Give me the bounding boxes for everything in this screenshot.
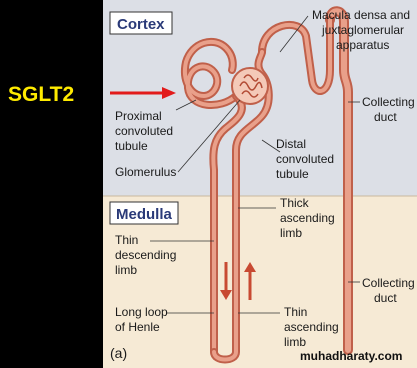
thin-descending-label-2: descending [115, 248, 176, 262]
distal-label-3: tubule [276, 167, 309, 181]
thin-ascending-label-3: limb [284, 335, 306, 349]
collecting-duct-bottom-label-1: Collecting [362, 276, 415, 290]
thin-descending-label-3: limb [115, 263, 137, 277]
distal-label-1: Distal [276, 137, 306, 151]
proximal-label-1: Proximal [115, 109, 162, 123]
thin-ascending-label-2: ascending [284, 320, 339, 334]
collecting-duct-top-label-1: Collecting [362, 95, 415, 109]
watermark: muhadharaty.com [300, 349, 402, 363]
panel-letter: (a) [110, 345, 127, 361]
thick-ascending-label-3: limb [280, 226, 302, 240]
collecting-duct-top-label-2: duct [374, 110, 397, 124]
medulla-label: Medulla [116, 206, 172, 223]
collecting-duct-bottom-label-2: duct [374, 291, 397, 305]
macula-densa-label-2: juxtaglomerular [321, 23, 404, 37]
macula-densa-label-3: apparatus [336, 38, 389, 52]
proximal-label-2: convoluted [115, 124, 173, 138]
thick-ascending-label-1: Thick [280, 196, 310, 210]
sglt2-label: SGLT2 [8, 83, 74, 106]
proximal-label-3: tubule [115, 139, 148, 153]
macula-densa-label-1: Macula densa and [312, 8, 410, 22]
loop-henle-label-1: Long loop [115, 305, 168, 319]
bowmans-capsule [232, 68, 268, 104]
glomerulus-label: Glomerulus [115, 165, 176, 179]
distal-label-2: convoluted [276, 152, 334, 166]
thin-descending-label-1: Thin [115, 233, 138, 247]
thick-ascending-label-2: ascending [280, 211, 335, 225]
cortex-label: Cortex [117, 16, 165, 33]
loop-henle-label-2: of Henle [115, 320, 160, 334]
thin-ascending-label-1: Thin [284, 305, 307, 319]
